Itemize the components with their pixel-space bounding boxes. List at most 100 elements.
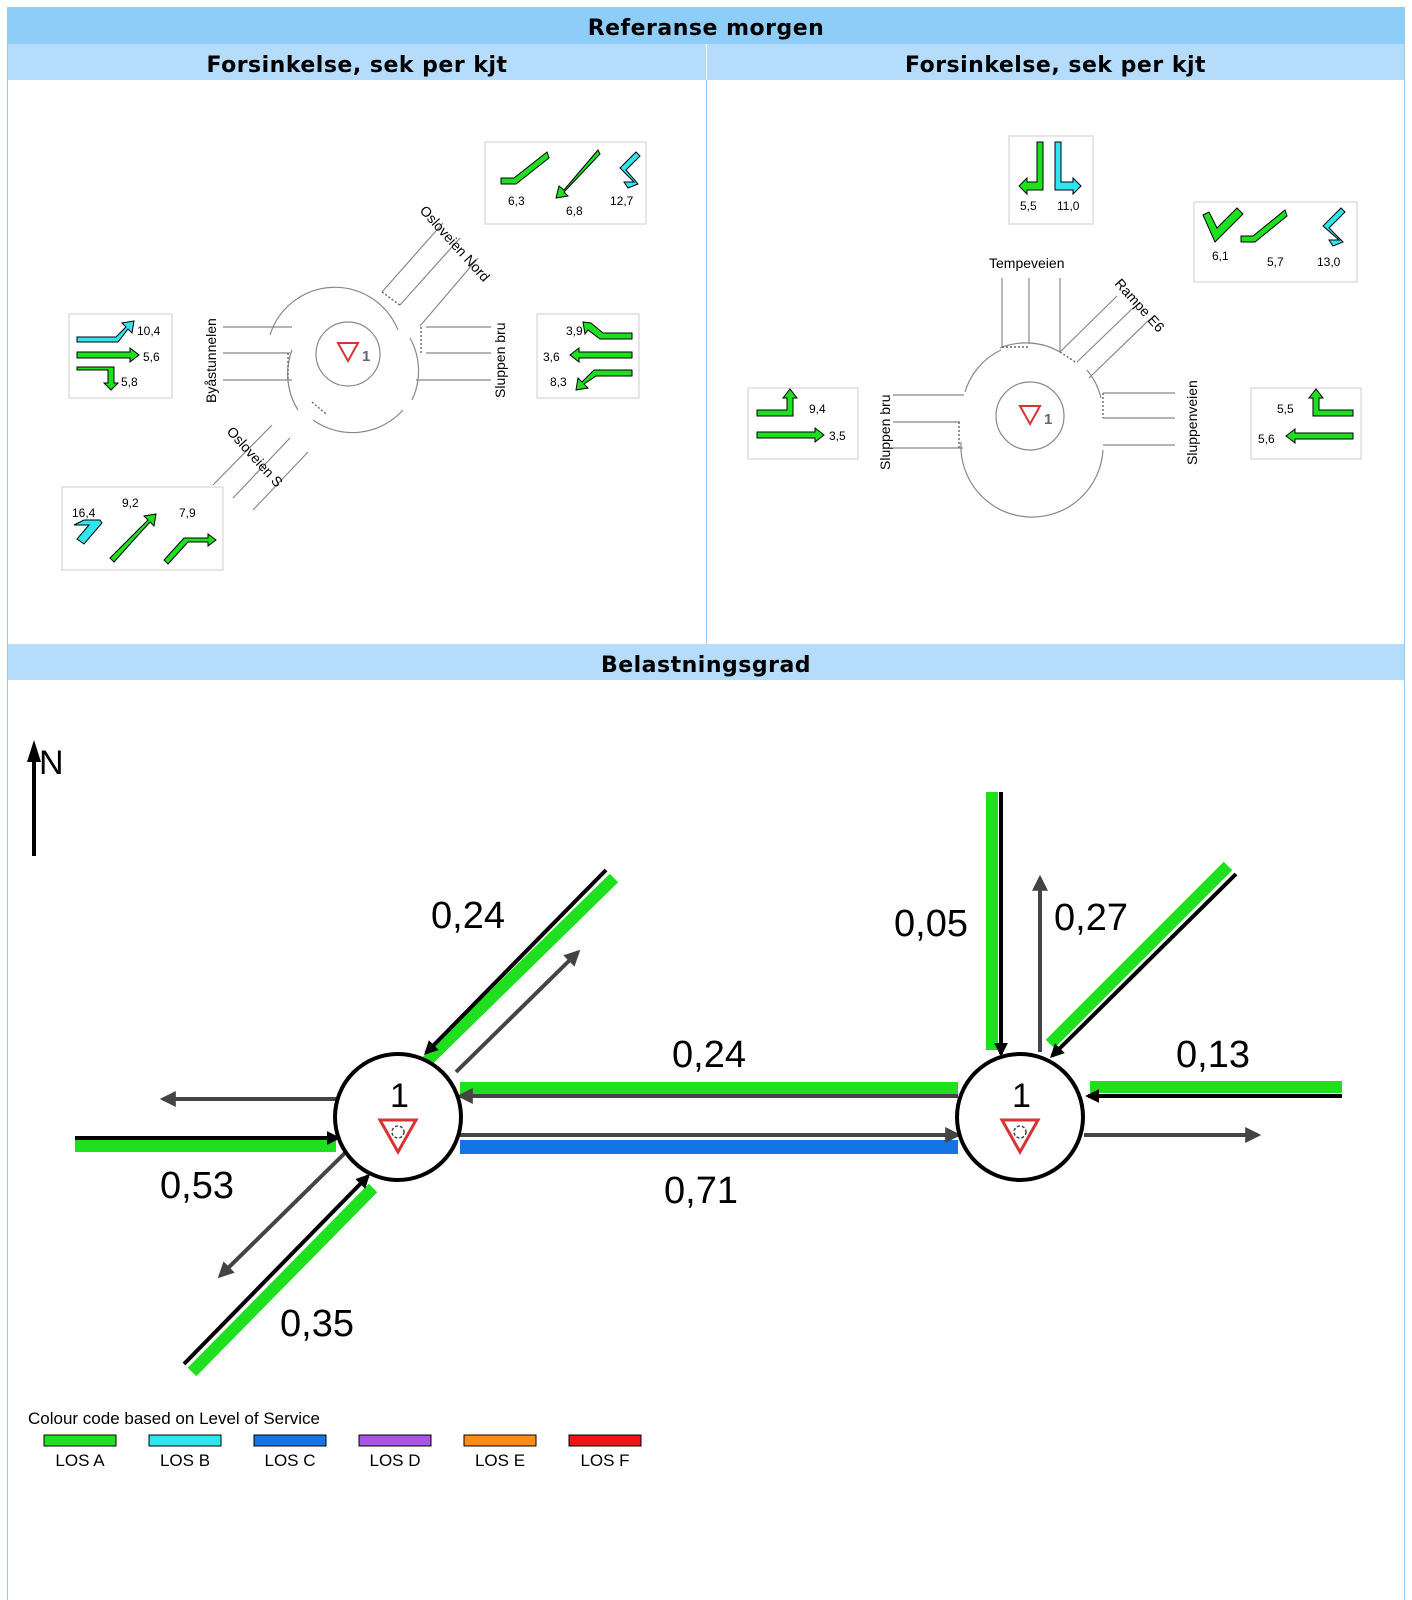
right-turn-arrow-icon: [163, 533, 217, 565]
street-label-sluppenveien: Sluppenveien: [1184, 380, 1200, 465]
panel-divider: [706, 80, 707, 644]
delay-box-tempeveien: 5,5 11,0: [1008, 135, 1094, 225]
left-turn-arrow-icon: [500, 151, 550, 185]
legend-swatch: [463, 1434, 537, 1447]
legend-swatch: [253, 1434, 327, 1447]
legend-label: LOS F: [580, 1451, 629, 1470]
delay-value: 11,0: [1057, 199, 1080, 213]
north-arrow-icon: N: [27, 740, 64, 856]
delay-box-rampe-e6: 6,1 5,7 13,0: [1193, 201, 1358, 283]
los-legend: Colour code based on Level of Service LO…: [28, 1409, 642, 1470]
legend-label: LOS C: [264, 1451, 315, 1470]
approach-left-ne-arrow: [424, 868, 608, 1055]
scenario-title: Referanse morgen: [8, 8, 1404, 44]
delay-value: 16,4: [72, 506, 96, 520]
approach-left-sw: [187, 1183, 378, 1377]
value-left-sw-in: 0,35: [280, 1303, 354, 1345]
yield-sign-icon: [377, 1118, 419, 1156]
delay-box-byastunnelen: 10,4 5,6 5,8: [68, 313, 173, 399]
through-arrow-icon: [76, 346, 140, 364]
delay-value: 5,5: [1020, 199, 1037, 213]
load-degree-title: Belastningsgrad: [8, 644, 1404, 680]
right-node-id: 1: [1044, 411, 1052, 428]
report-frame: [7, 7, 1405, 1600]
left-roundabout-panel: 1 Osloveien Nord Byåstunnelen Sluppen br…: [61, 141, 647, 571]
right-roundabout-geometry: [893, 278, 1175, 518]
right-turn-arrow-icon: [76, 366, 120, 391]
value-link-eastbound: 0,71: [664, 1170, 738, 1212]
approach-left-sw-arrow: [182, 1173, 370, 1366]
street-label-tempeveien: Tempeveien: [989, 255, 1065, 271]
legend-swatch: [148, 1434, 222, 1447]
delay-box-sluppenveien: 5,5 5,6: [1250, 387, 1362, 460]
delay-value: 10,4: [137, 324, 161, 338]
value-link-westbound: 0,24: [672, 1034, 746, 1076]
delay-value: 6,3: [508, 194, 525, 208]
left-node-id: 1: [362, 348, 370, 365]
legend-label: LOS B: [160, 1451, 210, 1470]
node-left-id: 1: [390, 1077, 409, 1115]
through-arrow-icon: [1240, 209, 1288, 243]
left-roundabout-geometry: [212, 222, 491, 511]
through-arrow-icon: [1285, 427, 1354, 445]
value-left-w-in: 0,53: [160, 1165, 234, 1207]
left-yield-sign-icon: 1: [336, 342, 370, 365]
legend-label: LOS A: [55, 1451, 105, 1470]
approach-right-ne: [1045, 861, 1233, 1049]
node-right: 1: [955, 1052, 1085, 1182]
yield-sign-icon: [999, 1118, 1041, 1156]
value-right-n-in: 0,05: [894, 903, 968, 945]
delay-value: 5,8: [121, 375, 138, 389]
delay-value: 5,6: [143, 350, 160, 364]
u-turn-arrow-icon: [73, 519, 103, 545]
delay-value: 3,5: [829, 429, 846, 443]
right-turn-arrow-icon: [1202, 207, 1244, 243]
delay-value: 5,6: [1258, 432, 1275, 446]
delay-value: 3,6: [543, 350, 560, 364]
left-turn-arrow-icon: [756, 388, 799, 417]
delay-box-osloveien-s: 16,4 9,2 7,9: [61, 486, 224, 571]
through-arrow-icon: [756, 426, 825, 444]
left-turn-arrow-icon: [582, 321, 633, 340]
left-turn-arrow-icon: [76, 320, 135, 343]
node-right-id: 1: [1012, 1077, 1031, 1115]
delay-value: 7,9: [179, 506, 196, 520]
left-turn-arrow-icon: [1054, 141, 1082, 196]
through-arrow-icon: [109, 513, 157, 563]
delay-subtitle-left: Forsinkelse, sek per kjt: [8, 44, 706, 80]
value-right-ne-in: 0,27: [1054, 897, 1128, 939]
right-turn-arrow-icon: [575, 369, 633, 391]
delay-box-osloveien-nord: 6,3 6,8 12,7: [484, 141, 647, 225]
delay-value: 8,3: [550, 375, 567, 389]
legend-swatch: [358, 1434, 432, 1447]
exit-left-ne-arrow: [454, 949, 581, 1074]
street-label-rampe-e6: Rampe E6: [1112, 275, 1168, 335]
exit-left-sw-arrow: [217, 1148, 350, 1279]
delay-subtitle-right: Forsinkelse, sek per kjt: [707, 44, 1404, 80]
legend-label: LOS D: [369, 1451, 420, 1470]
delay-value: 9,2: [122, 496, 139, 510]
delay-value: 9,4: [809, 402, 826, 416]
delay-value: 6,1: [1212, 249, 1229, 263]
legend-swatch: [43, 1434, 117, 1447]
approach-right-ne-arrow: [1050, 872, 1238, 1058]
street-label-osloveien-s: Osloveien S: [224, 423, 286, 490]
value-left-ne-in: 0,24: [431, 895, 505, 937]
delay-value: 3,9: [566, 324, 583, 338]
right-turn-arrow-icon: [1307, 388, 1354, 417]
through-arrow-icon: [569, 346, 633, 364]
right-roundabout-panel: 1 Tempeveien Rampe E6 Sluppen bru Sluppe…: [747, 135, 1362, 518]
delay-value: 6,8: [566, 204, 583, 218]
legend-title: Colour code based on Level of Service: [28, 1409, 320, 1428]
street-label-byastunnelen: Byåstunnelen: [203, 318, 219, 403]
north-label: N: [39, 744, 64, 782]
node-left: 1: [333, 1052, 463, 1182]
legend-swatch: [568, 1434, 642, 1447]
legend-label: LOS E: [475, 1451, 525, 1470]
approach-left-ne: [421, 873, 619, 1067]
delay-value: 13,0: [1317, 255, 1341, 269]
street-label-osloveien-nord: Osloveien Nord: [417, 202, 493, 284]
value-right-e-in: 0,13: [1176, 1034, 1250, 1076]
delay-box-sluppen-bru-right: 9,4 3,5: [747, 387, 859, 460]
through-arrow-icon: [555, 149, 601, 199]
